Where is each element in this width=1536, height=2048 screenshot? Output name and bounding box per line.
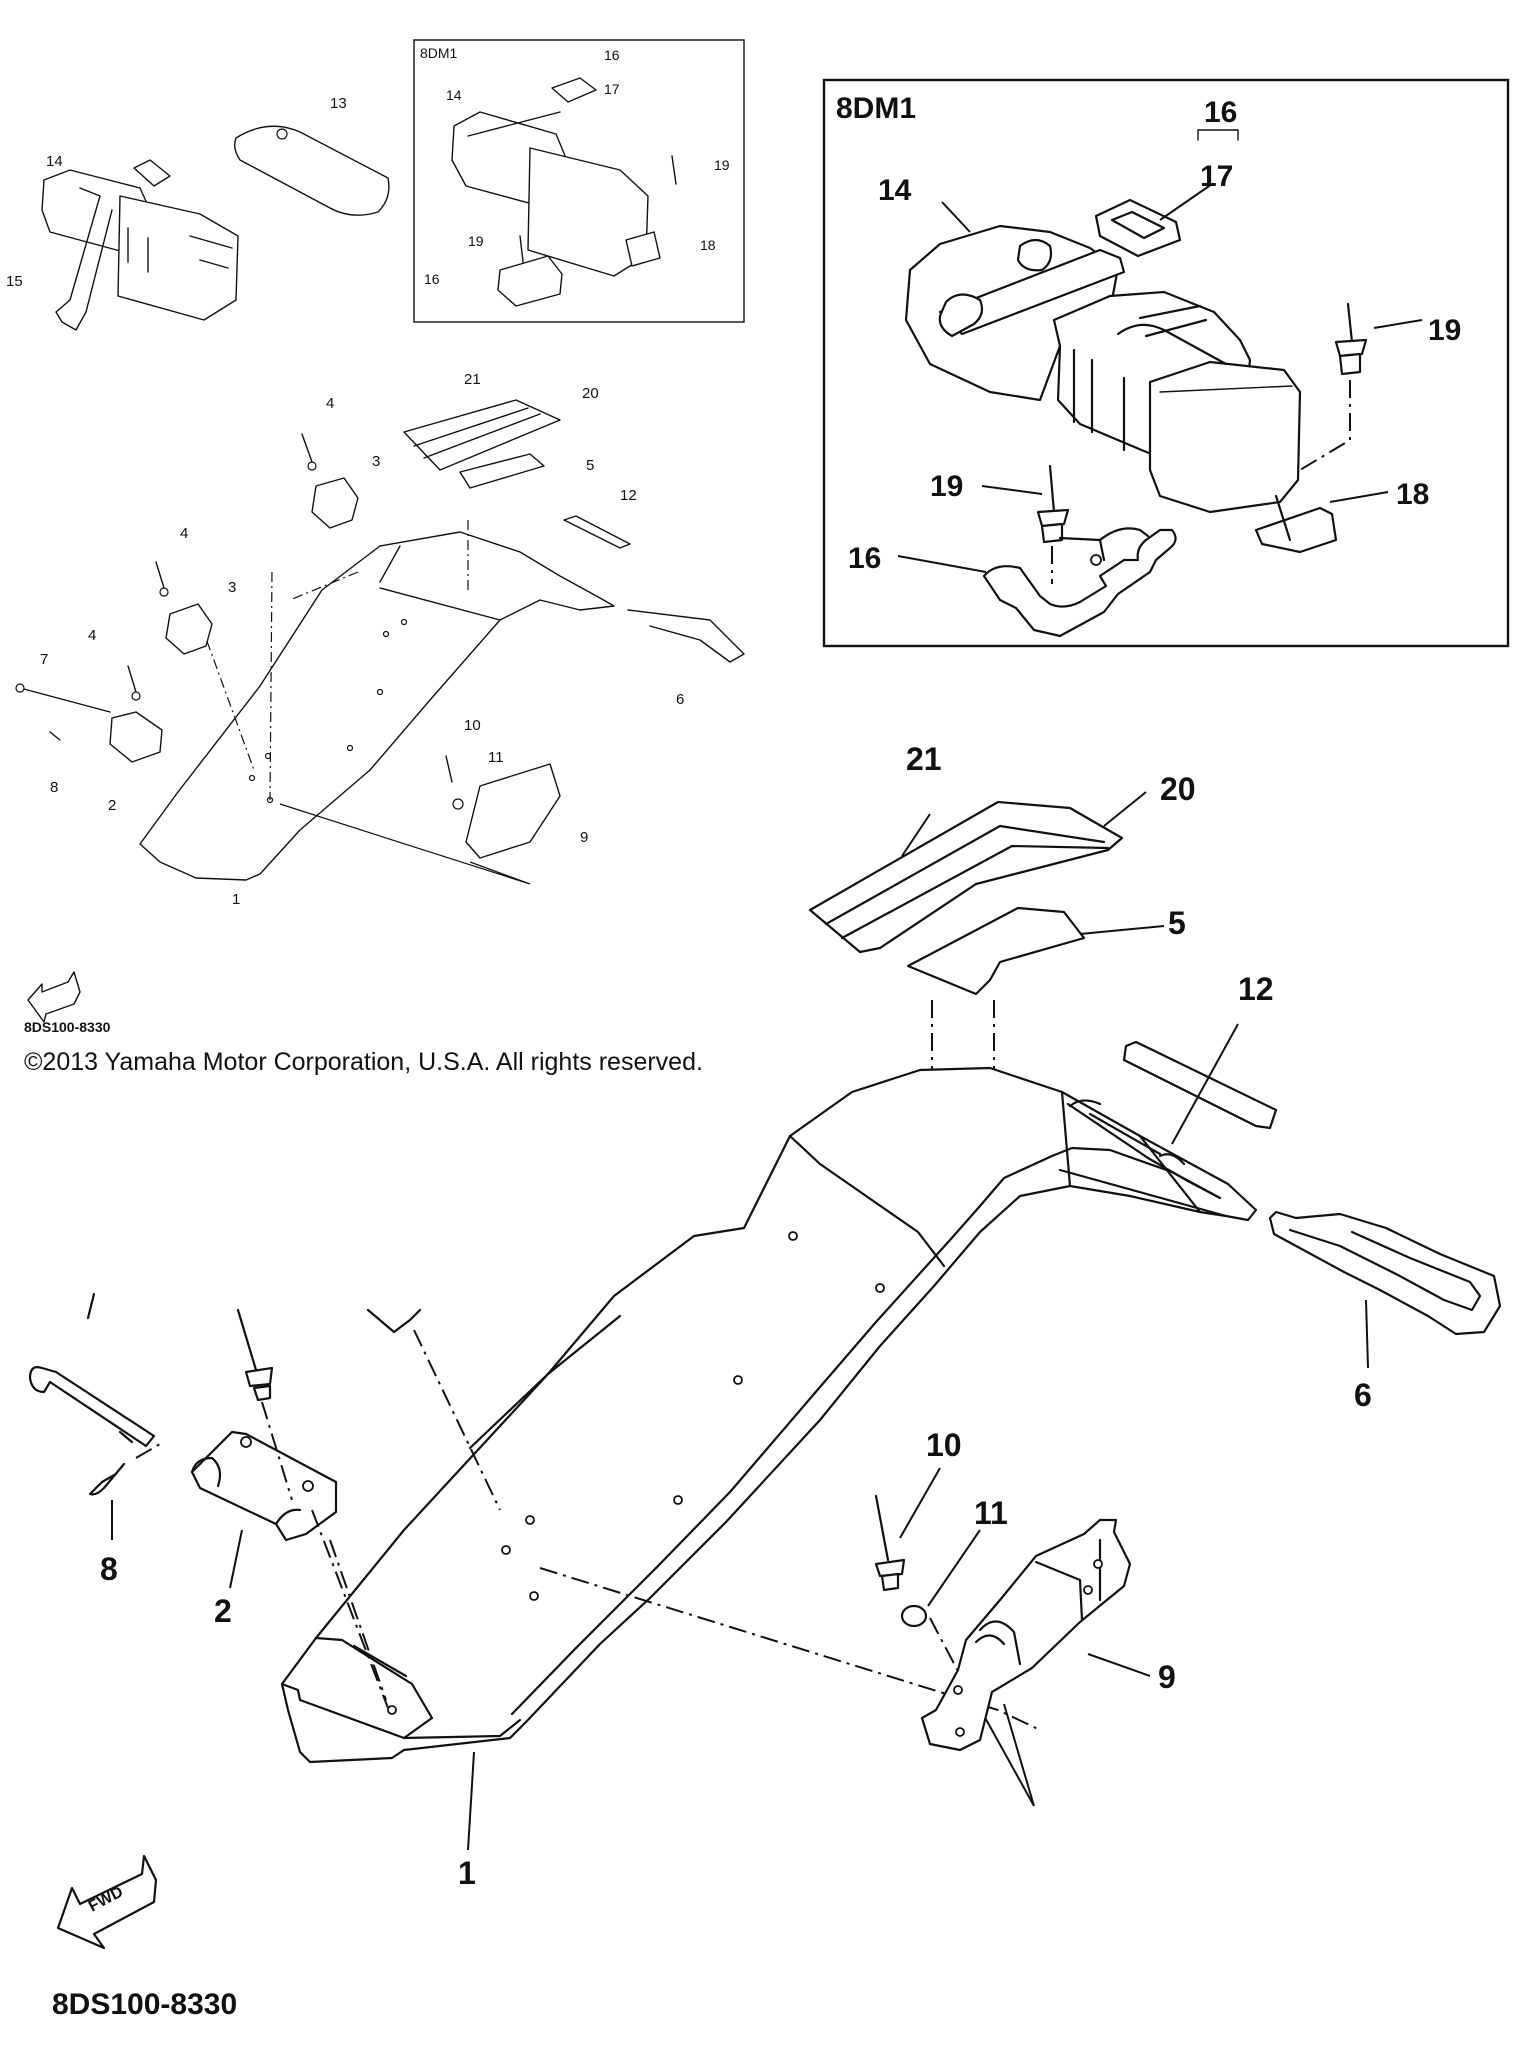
inset-label-16top: 16 — [1204, 96, 1237, 129]
thumb-inset-17: 17 — [604, 81, 620, 97]
label-21: 21 — [906, 741, 942, 777]
label-6: 6 — [1354, 1377, 1372, 1413]
parts-3-4-thumb — [127, 433, 359, 701]
thumb-label-14: 14 — [46, 153, 63, 170]
main-diagram: FWD 21 20 5 12 6 7 8 2 1 10 11 9 — [28, 741, 1502, 1950]
label-1: 1 — [458, 1855, 476, 1891]
part-9-thumb — [445, 755, 561, 859]
part-8-clip — [88, 1443, 161, 1540]
inset-label-16: 16 — [848, 542, 881, 575]
inset-title: 8DM1 — [836, 92, 916, 125]
part-19-bolt-left — [981, 464, 1070, 584]
thumb-label-1: 1 — [232, 891, 240, 908]
thumb-inset-14: 14 — [446, 87, 462, 103]
part-1-tray-thumb — [139, 520, 615, 885]
thumbnail-labels: 14 15 13 21 20 5 12 6 4 3 4 3 4 7 8 2 1 … — [6, 95, 684, 908]
bracket-16-17 — [1197, 129, 1239, 141]
thumb-label-4c: 4 — [88, 627, 96, 644]
part-16-holder — [897, 527, 1177, 638]
parts-20-21-5-12-6-thumb — [403, 399, 745, 663]
part-13-cover — [233, 125, 390, 216]
label-9: 9 — [1158, 1659, 1176, 1695]
label-2: 2 — [214, 1593, 232, 1629]
inset-label-14: 14 — [878, 174, 912, 207]
thumb-label-2: 2 — [108, 797, 116, 814]
thumb-label-15: 15 — [6, 273, 23, 290]
thumb-label-3b: 3 — [228, 579, 236, 596]
inset-label-19a: 19 — [1428, 314, 1461, 347]
main-labels: 21 20 5 12 6 7 8 2 1 10 11 9 — [100, 741, 1372, 1891]
part-6-rod — [1268, 1210, 1502, 1369]
inset-label-18: 18 — [1396, 478, 1429, 511]
inset-label-17: 17 — [1200, 160, 1233, 193]
thumb-label-20: 20 — [582, 385, 599, 402]
thumb-label-8: 8 — [50, 779, 58, 796]
label-11: 11 — [974, 1495, 1008, 1531]
thumb-label-3a: 3 — [372, 453, 380, 470]
part-5-pad — [906, 906, 1165, 996]
thumb-inset-19a: 19 — [714, 157, 730, 173]
inset-label-19b: 19 — [930, 470, 963, 503]
thumb-label-4a: 4 — [326, 395, 334, 412]
part-14-battery — [904, 198, 1302, 514]
thumb-label-4b: 4 — [180, 525, 188, 542]
part-7-pin — [28, 1292, 156, 1448]
fwd-arrow-thumb — [27, 971, 81, 1023]
thumb-label-11: 11 — [488, 749, 504, 766]
part-18-clip — [1254, 491, 1389, 554]
thumb-inset-16top: 16 — [604, 47, 620, 63]
label-12: 12 — [1238, 971, 1274, 1007]
thumbnail-diagram: 14 15 13 21 20 5 12 6 4 3 4 3 4 7 8 2 1 … — [6, 95, 745, 1023]
thumb-inset-19b: 19 — [468, 233, 484, 249]
diagram-code: 8DS100-8330 — [52, 1988, 238, 2021]
thumb-inset-title: 8DM1 — [420, 45, 458, 61]
part-10-screw — [874, 1467, 941, 1592]
part-1-tray — [280, 1066, 1258, 1851]
thumb-label-9: 9 — [580, 829, 588, 846]
label-5: 5 — [1168, 905, 1186, 941]
thumb-label-13: 13 — [330, 95, 347, 112]
thumb-label-21: 21 — [464, 371, 481, 388]
fwd-arrow: FWD — [56, 1854, 158, 1950]
inset-frame — [822, 78, 1510, 648]
label-8: 8 — [100, 1551, 118, 1587]
parts-2-7-8-thumb — [15, 683, 163, 763]
part-14-battery-thumb — [41, 159, 239, 331]
part-12-strip — [1122, 1023, 1278, 1145]
label-20: 20 — [1160, 771, 1196, 807]
inset-8dm1: 8DM1 — [822, 78, 1510, 648]
thumb-label-5: 5 — [586, 457, 594, 474]
thumb-label-10: 10 — [464, 717, 481, 734]
thumb-inset-18: 18 — [700, 237, 716, 253]
thumbnail-inset-8dm1: 8DM1 16 17 14 19 19 18 16 — [413, 39, 745, 323]
thumb-label-12: 12 — [620, 487, 637, 504]
copyright-notice: ©2013 Yamaha Motor Corporation, U.S.A. A… — [24, 1048, 703, 1076]
diagram-code-small: 8DS100-8330 — [24, 1019, 111, 1035]
thumb-label-7: 7 — [40, 651, 48, 668]
thumb-inset-16: 16 — [424, 271, 440, 287]
part-2-hinge — [190, 1430, 338, 1589]
label-10: 10 — [926, 1427, 962, 1463]
part-21-20-decal — [808, 791, 1147, 954]
part-9-latch — [920, 1518, 1151, 1752]
part-4-screw — [236, 1308, 389, 1709]
part-19-bolt-right — [1299, 302, 1423, 471]
thumb-label-6: 6 — [676, 691, 684, 708]
